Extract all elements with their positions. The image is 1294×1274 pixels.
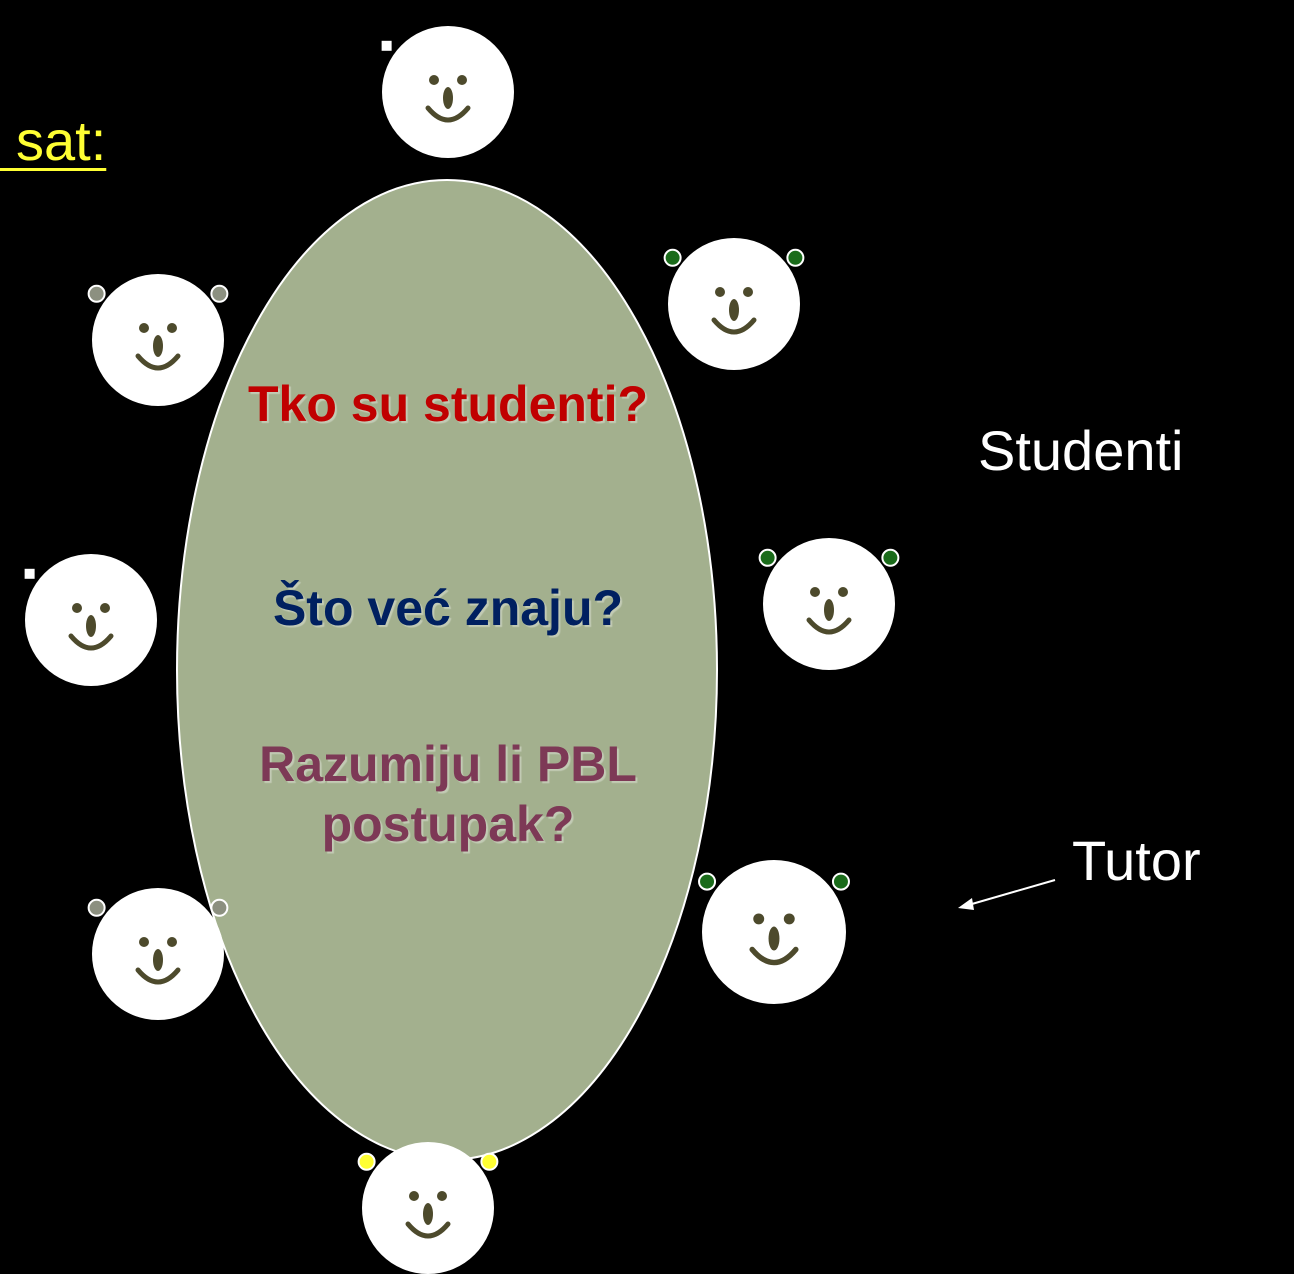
ear-left: [357, 1152, 376, 1171]
face-upper-left: [87, 274, 229, 406]
mouth: [806, 617, 852, 635]
ear-left: [22, 566, 37, 581]
nose: [443, 87, 453, 109]
ear-left: [87, 898, 106, 917]
face-top: [379, 26, 517, 158]
face-lower-right-tutor: [698, 860, 850, 1004]
nose: [729, 299, 739, 321]
ear-right: [480, 1152, 499, 1171]
nose: [824, 599, 834, 621]
eye-right: [743, 287, 753, 297]
ear-right: [881, 548, 900, 567]
nose: [86, 615, 96, 637]
ear-right: [210, 284, 229, 303]
face-middle-left: [22, 554, 160, 686]
ear-left: [87, 284, 106, 303]
ear-right: [502, 38, 517, 53]
eye-right: [783, 913, 795, 925]
table-ellipse: [176, 179, 718, 1161]
face-middle-right: [758, 538, 900, 670]
nose: [153, 335, 163, 357]
ear-right: [145, 566, 160, 581]
ear-right: [210, 898, 229, 917]
tutor-arrow: [964, 879, 1056, 907]
mouth: [135, 967, 181, 985]
heading-line-1: vi sat:: [0, 109, 107, 172]
label-tutor: Tutor: [1072, 829, 1201, 892]
eye-right: [167, 937, 177, 947]
eye-left: [715, 287, 725, 297]
question-understand-pbl: Razumiju li PBL postupak?: [259, 736, 637, 852]
mouth: [711, 317, 757, 335]
question-who-are-students: Tko su studenti?: [248, 376, 648, 432]
eye-left: [429, 75, 439, 85]
face-lower-left: [87, 888, 229, 1020]
label-students: Studenti: [978, 419, 1184, 482]
question-what-they-know: Što već znaju?: [272, 580, 624, 636]
eye-right: [838, 587, 848, 597]
mouth: [135, 353, 181, 371]
mouth: [405, 1221, 451, 1239]
ear-left: [663, 248, 682, 267]
nose: [768, 926, 780, 951]
eye-left: [139, 937, 149, 947]
nose: [153, 949, 163, 971]
ear-left: [379, 38, 394, 53]
eye-left: [139, 323, 149, 333]
eye-right: [457, 75, 467, 85]
eye-left: [72, 603, 82, 613]
face-bottom: [357, 1142, 499, 1274]
eye-right: [437, 1191, 447, 1201]
eye-right: [100, 603, 110, 613]
ear-left: [758, 548, 777, 567]
ear-right: [786, 248, 805, 267]
mouth: [425, 105, 471, 123]
eye-right: [167, 323, 177, 333]
tutor-arrow-head: [958, 898, 974, 910]
eye-left: [753, 913, 765, 925]
mouth: [749, 946, 799, 966]
nose: [423, 1203, 433, 1225]
ear-left: [698, 872, 717, 891]
eye-left: [409, 1191, 419, 1201]
mouth: [68, 633, 114, 651]
eye-left: [810, 587, 820, 597]
ear-right: [831, 872, 850, 891]
face-upper-right: [663, 238, 805, 370]
